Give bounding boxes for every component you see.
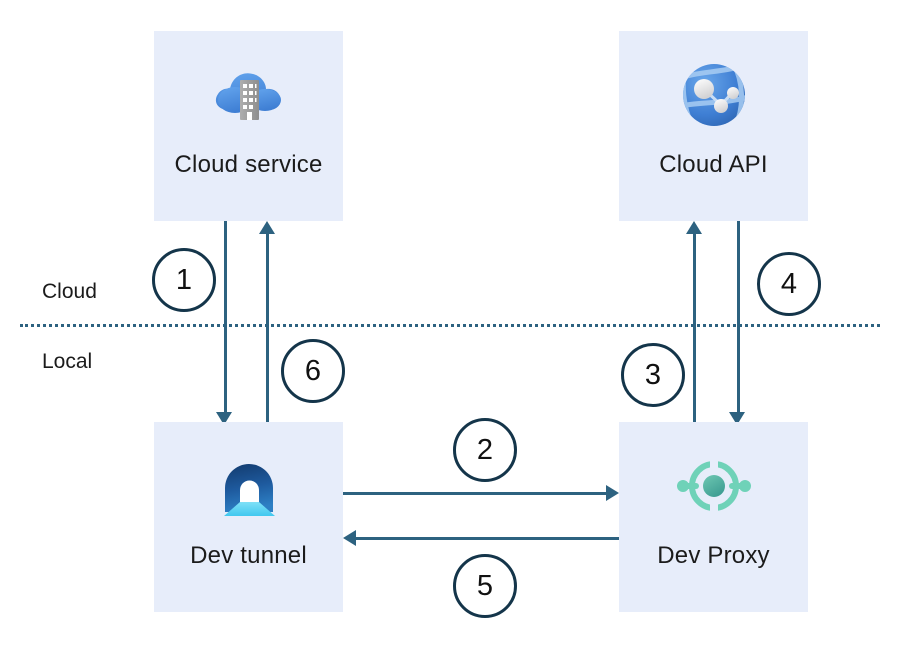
node-cloud-service-label: Cloud service xyxy=(174,151,323,178)
node-cloud-api-label: Cloud API xyxy=(659,151,768,178)
zone-label-local: Local xyxy=(42,350,93,373)
tunnel-icon xyxy=(209,446,289,526)
step-badge-4[interactable]: 4 xyxy=(757,252,821,316)
globe-api-icon xyxy=(674,55,754,135)
zone-label-cloud: Cloud xyxy=(42,280,97,303)
connector-4-line xyxy=(737,221,740,417)
connector-3-arrowhead xyxy=(686,221,702,234)
connector-6-arrowhead xyxy=(259,221,275,234)
step-badge-3[interactable]: 3 xyxy=(621,343,685,407)
connector-3-line xyxy=(693,226,696,422)
step-badge-1[interactable]: 1 xyxy=(152,248,216,312)
step-badge-5[interactable]: 5 xyxy=(453,554,517,618)
node-cloud-api[interactable]: Cloud API xyxy=(619,31,808,221)
node-dev-tunnel-label: Dev tunnel xyxy=(190,542,307,569)
connector-2-line xyxy=(343,492,609,495)
dev-proxy-target-icon xyxy=(674,446,754,526)
connector-1-line xyxy=(224,221,227,417)
cloud-service-icon xyxy=(209,55,289,135)
node-dev-proxy-label: Dev Proxy xyxy=(657,542,770,569)
connector-1-arrowhead xyxy=(216,412,232,425)
connector-6-line xyxy=(266,226,269,422)
connector-5-line xyxy=(352,537,619,540)
connector-2-arrowhead xyxy=(606,485,619,501)
step-badge-2[interactable]: 2 xyxy=(453,418,517,482)
cloud-local-divider xyxy=(20,324,880,327)
node-dev-proxy[interactable]: Dev Proxy xyxy=(619,422,808,612)
step-badge-6[interactable]: 6 xyxy=(281,339,345,403)
node-dev-tunnel[interactable]: Dev tunnel xyxy=(154,422,343,612)
connector-4-arrowhead xyxy=(729,412,745,425)
connector-5-arrowhead xyxy=(343,530,356,546)
node-cloud-service[interactable]: Cloud service xyxy=(154,31,343,221)
